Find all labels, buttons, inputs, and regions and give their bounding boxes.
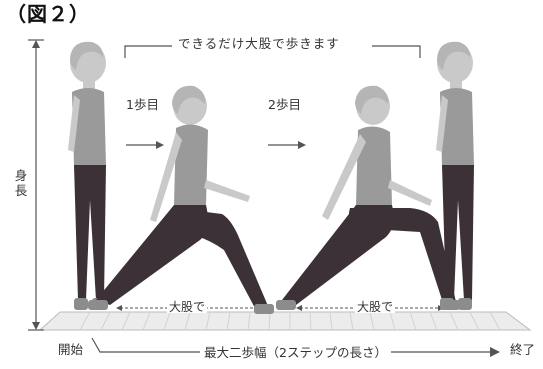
stride-1-label: 大股で [167,300,208,314]
stride-2-label: 大股で [355,300,396,314]
figure-title: （図２） [6,2,90,26]
top-bracket [124,45,421,58]
bottom-caption: 最大二歩幅（2ステップの長さ） [200,346,391,360]
step-arrows [126,141,306,149]
start-label: 開始 [58,342,84,357]
step-1-label: 1歩目 [126,97,159,112]
height-label: 身長 [14,168,28,198]
person-step-2 [276,85,460,310]
top-caption: できるだけ大股で歩きます [178,36,340,51]
person-standing-end [436,41,474,310]
height-arrow [28,39,44,331]
floor-mat [38,311,532,331]
end-label: 終了 [510,342,536,357]
step-2-label: 2歩目 [268,97,301,112]
person-standing-start [68,41,106,310]
person-step-1 [88,85,274,314]
